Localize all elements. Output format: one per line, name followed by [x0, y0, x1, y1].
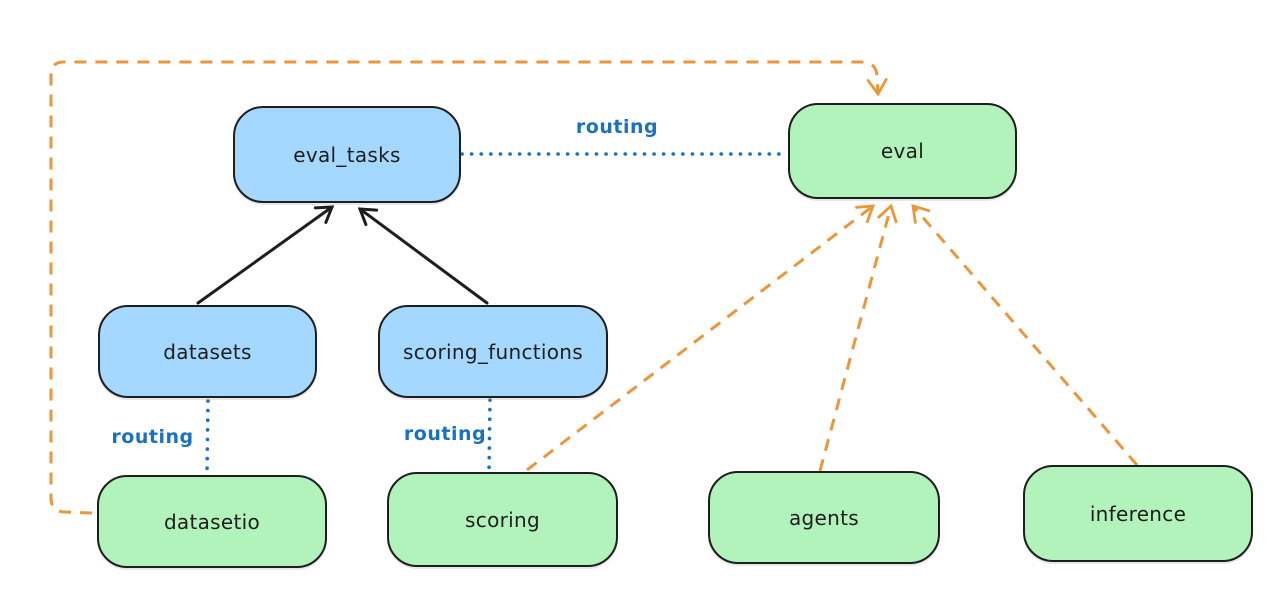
edge-datasets-to-datasetio: [205, 399, 210, 475]
node-eval-tasks: eval_tasks: [233, 106, 461, 203]
edge-agents-to-eval: [818, 203, 898, 472]
node-scoring: scoring: [387, 472, 618, 567]
node-inference: inference: [1023, 465, 1253, 562]
edge-label-routing-eval-tasks-eval: routing: [575, 116, 659, 138]
edge-scoring-functions-to-scoring: [487, 398, 492, 472]
node-inference-label: inference: [1089, 501, 1187, 526]
node-eval-tasks-label: eval_tasks: [293, 142, 401, 167]
node-datasets-label: datasets: [163, 339, 252, 364]
node-datasetio-label: datasetio: [163, 509, 261, 534]
edge-label-routing-datasets-datasetio: routing: [111, 426, 194, 448]
node-agents-label: agents: [789, 505, 859, 530]
node-scoring-label: scoring: [465, 507, 540, 532]
edge-datasetio-to-eval-loop: [49, 60, 888, 515]
node-datasetio: datasetio: [97, 475, 327, 568]
edge-label-routing-scoring-functions-scoring: routing: [403, 423, 487, 445]
node-scoring-functions-label: scoring_functions: [402, 339, 584, 364]
edge-scoring-functions-to-eval-tasks: [357, 207, 489, 305]
edge-scoring-to-eval: [526, 204, 876, 472]
edge-inference-to-eval: [911, 204, 1139, 466]
node-agents: agents: [708, 471, 940, 564]
node-datasets: datasets: [98, 305, 317, 398]
node-eval: eval: [788, 103, 1017, 199]
node-eval-label: eval: [880, 139, 925, 163]
edge-datasets-to-eval-tasks: [196, 205, 335, 305]
node-scoring-functions: scoring_functions: [378, 305, 608, 398]
